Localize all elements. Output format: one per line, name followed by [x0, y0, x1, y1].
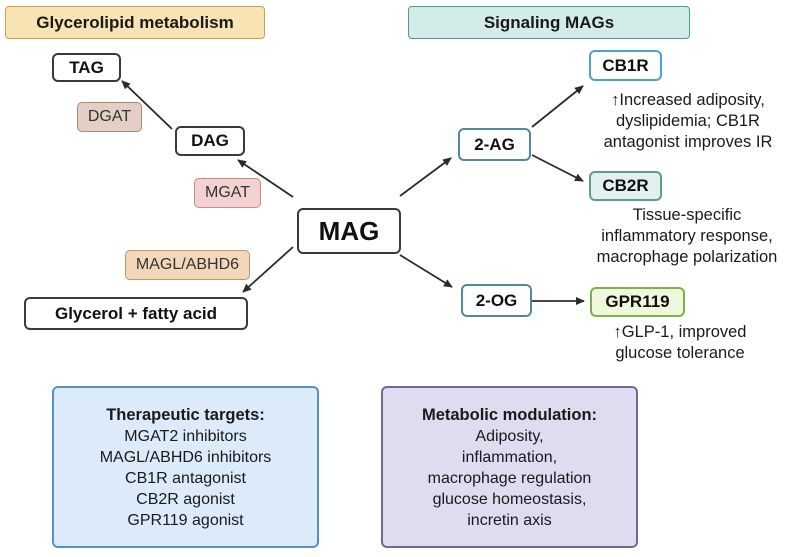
metabolic-item: glucose homeostasis,	[432, 491, 587, 508]
arrow-mag-to-dag	[237, 159, 294, 198]
therapeutic-item: GPR119 agonist	[127, 512, 244, 529]
gpr119-node: GPR119	[590, 287, 685, 317]
arrow-mag-to-2og	[399, 254, 453, 288]
arrow-2ag-to-cb2r	[531, 154, 584, 182]
gpr119-desc-line: glucose tolerance	[615, 344, 745, 362]
arrow-2ag-to-cb1r	[531, 85, 584, 128]
cb2r-desc-line: macrophage polarization	[596, 248, 778, 266]
cb1r-desc-line: antagonist improves IR	[603, 133, 773, 151]
glycerol-fatty-acid-node: Glycerol + fatty acid	[24, 297, 248, 330]
arrow-mag-to-glycerol	[242, 246, 294, 293]
cb1r-desc-line: ↑Increased adiposity,	[611, 91, 765, 109]
therapeutic-item: CB2R agonist	[136, 491, 235, 508]
dgat-enzyme: DGAT	[77, 102, 142, 132]
gpr119-description: ↑GLP-1, improved glucose tolerance	[580, 322, 780, 364]
metabolic-item: incretin axis	[467, 512, 552, 529]
arrow-mag-to-2ag	[399, 157, 452, 197]
glycerolipid-metabolism-header: Glycerolipid metabolism	[5, 6, 265, 39]
cb2r-node: CB2R	[589, 171, 662, 201]
metabolic-modulation-panel: Metabolic modulation: Adiposity, inflamm…	[381, 386, 638, 548]
cb2r-desc-line: inflammatory response,	[601, 227, 773, 245]
gpr119-desc-line: ↑GLP-1, improved	[613, 323, 747, 341]
therapeutic-item: CB1R antagonist	[125, 470, 246, 487]
mgat-enzyme: MGAT	[194, 178, 261, 208]
cb1r-desc-line: dyslipidemia; CB1R	[616, 112, 760, 130]
metabolic-item: Adiposity,	[475, 428, 544, 445]
therapeutic-targets-panel: Therapeutic targets: MGAT2 inhibitors MA…	[52, 386, 319, 548]
cb1r-description: ↑Increased adiposity, dyslipidemia; CB1R…	[580, 90, 796, 153]
therapeutic-targets-title: Therapeutic targets:	[106, 406, 265, 424]
metabolic-item: macrophage regulation	[427, 470, 592, 487]
therapeutic-item: MAGL/ABHD6 inhibitors	[99, 449, 272, 466]
arrow-dag-to-tag	[121, 80, 173, 130]
2-og-node: 2-OG	[461, 284, 532, 317]
cb2r-desc-line: Tissue-specific	[632, 206, 742, 224]
metabolic-item: inflammation,	[461, 449, 558, 466]
metabolic-modulation-title: Metabolic modulation:	[421, 406, 598, 424]
signaling-mags-header: Signaling MAGs	[408, 6, 690, 39]
dag-node: DAG	[175, 126, 245, 156]
magl-abhd6-enzyme: MAGL/ABHD6	[125, 250, 250, 280]
tag-node: TAG	[52, 53, 121, 82]
mag-node: MAG	[297, 208, 401, 254]
cb1r-node: CB1R	[589, 50, 662, 81]
therapeutic-item: MGAT2 inhibitors	[124, 428, 247, 445]
cb2r-description: Tissue-specific inflammatory response, m…	[576, 205, 798, 268]
2-ag-node: 2-AG	[458, 128, 531, 161]
